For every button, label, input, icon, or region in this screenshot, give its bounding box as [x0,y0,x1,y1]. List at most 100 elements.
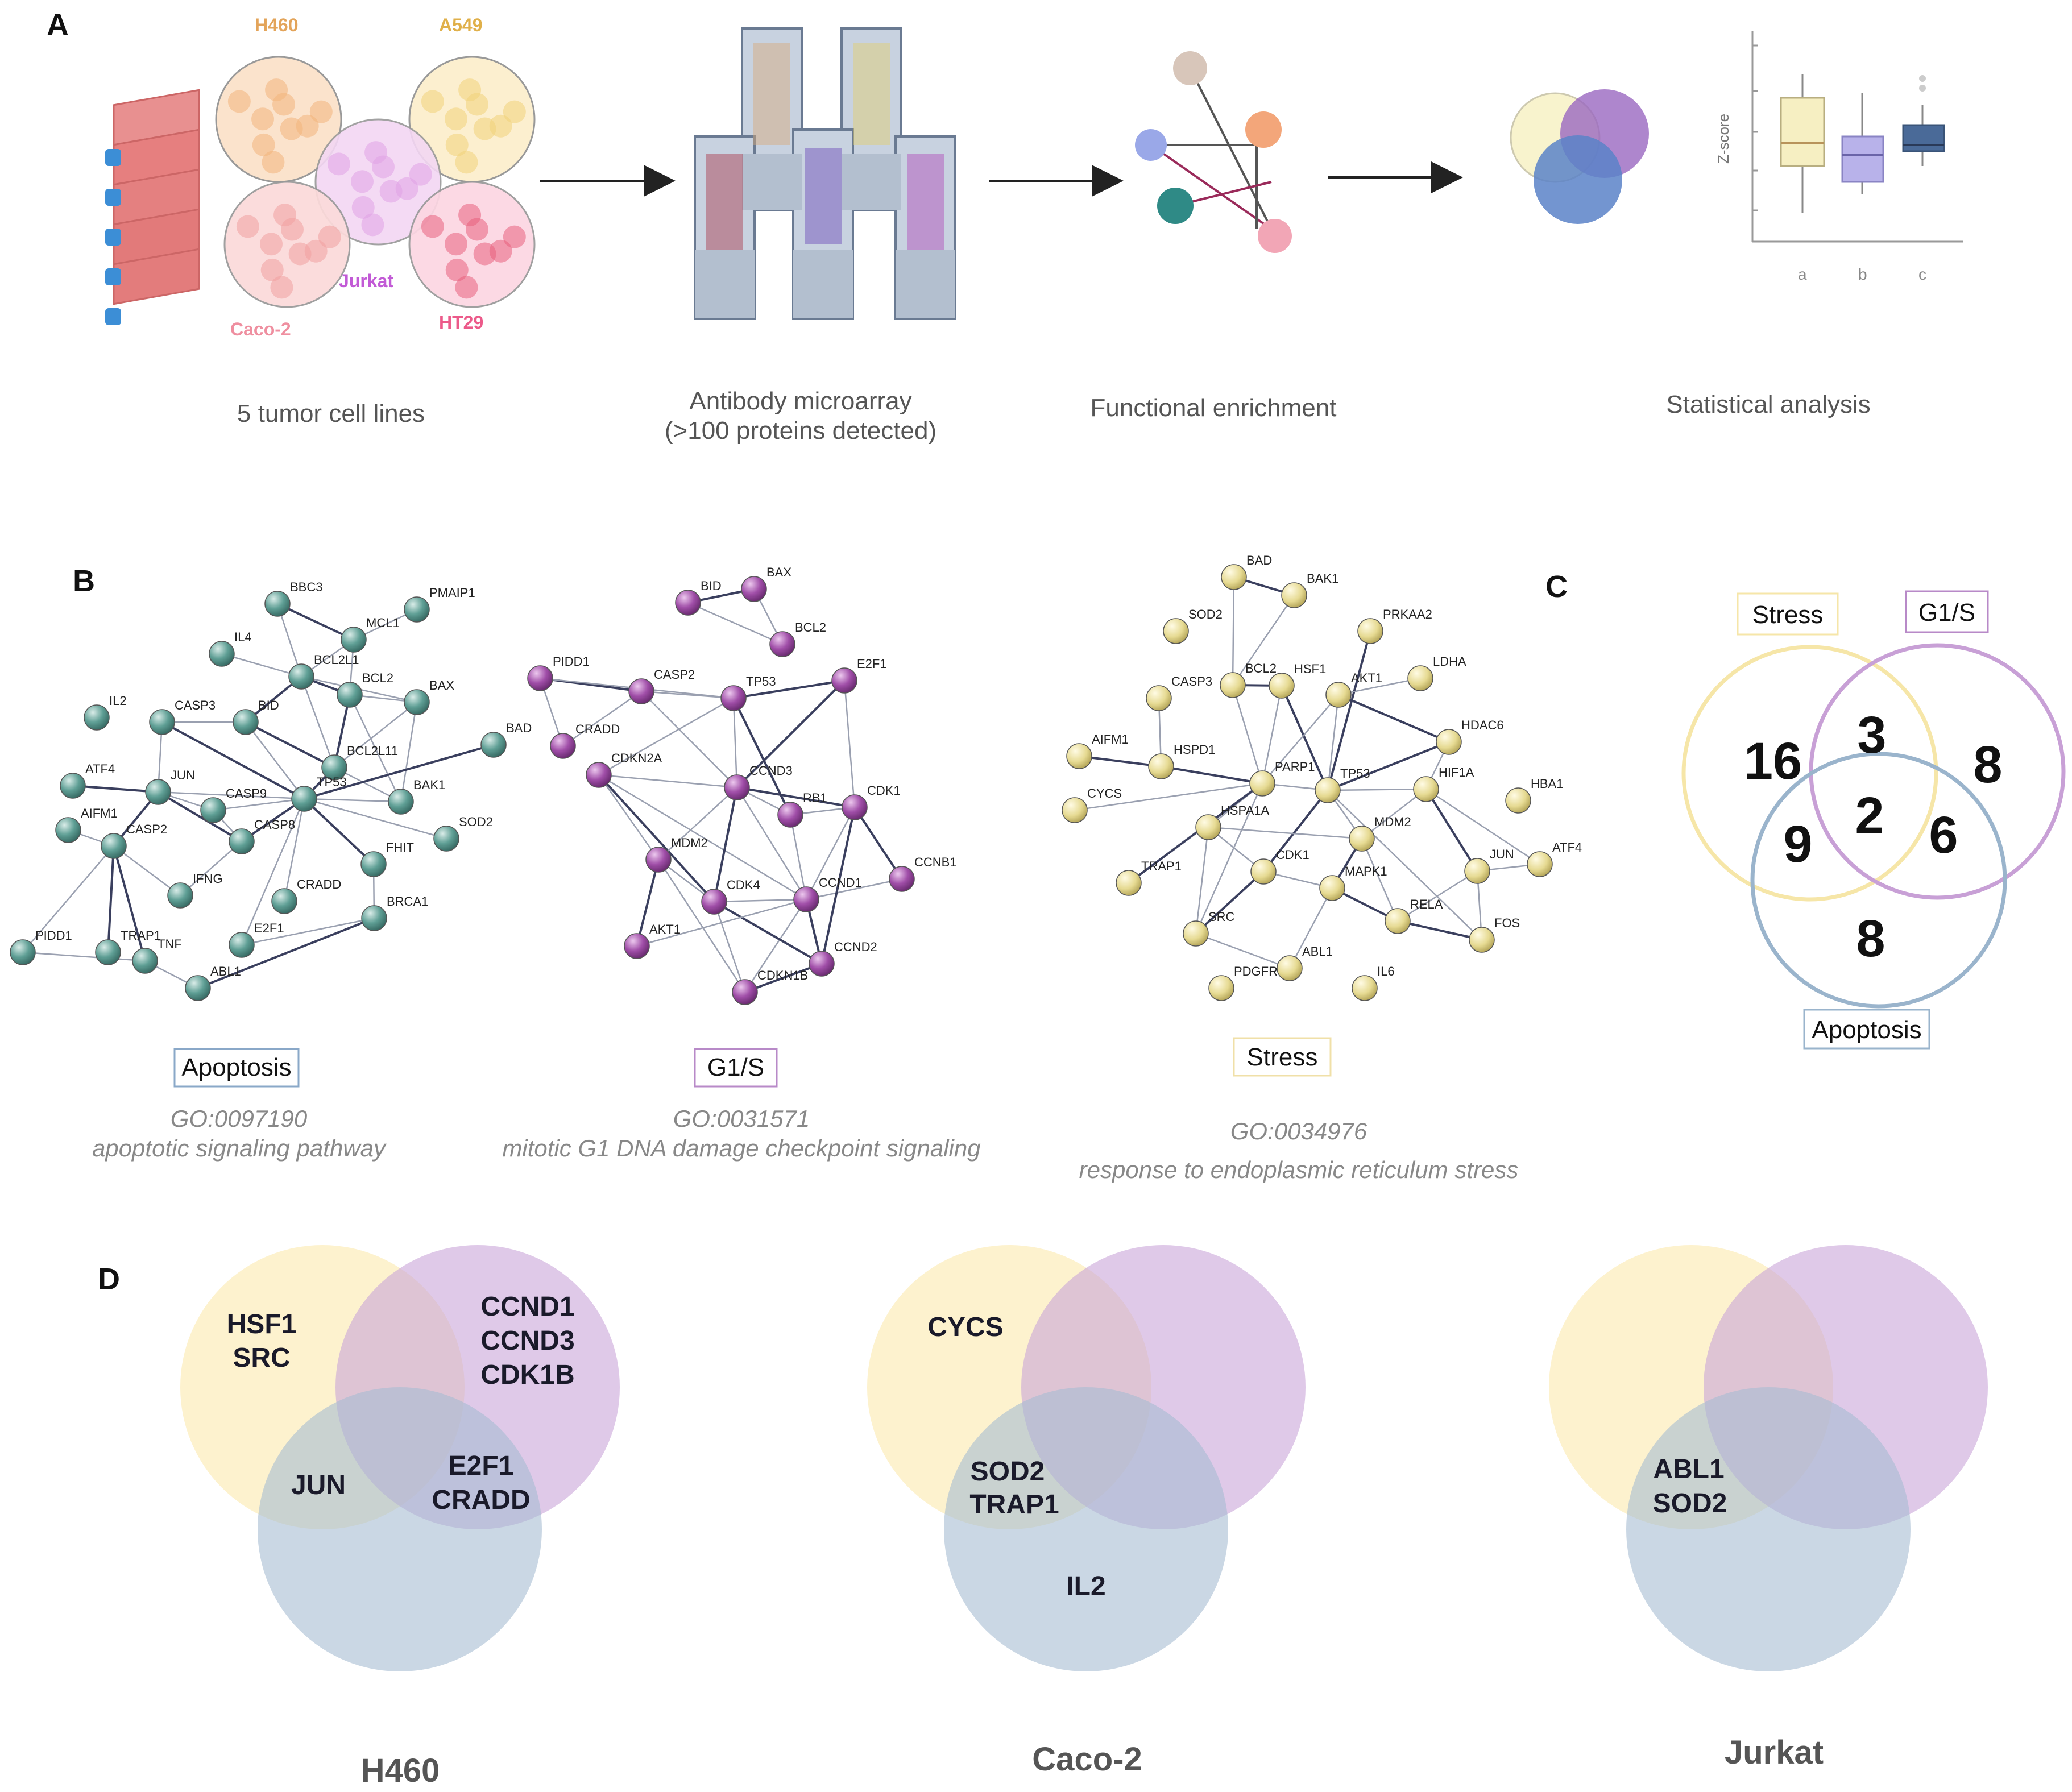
caco2-stress-only-gene-1: CYCS [927,1312,1003,1342]
caco2-label: Caco-2 [1032,1741,1142,1778]
apoptosis-node-label: IL2 [109,694,127,708]
apoptosis-edge [334,702,417,768]
g1s-edges [539,588,903,993]
caption-statistics: Statistical analysis [1666,391,1870,418]
apoptosis-node [361,905,387,931]
panel-d: HSF1 SRC CCND1 CCND3 CDK1B JUN E2F1 CRAD… [180,1245,1988,1789]
apoptosis-edge [197,917,375,989]
stress-edge [1281,685,1329,791]
g1s-node [720,685,747,711]
box-b [1841,135,1884,183]
apoptosis-edge [400,702,418,802]
go-term-apoptosis: apoptotic signaling pathway [92,1135,387,1162]
stress-edge [1262,694,1339,784]
venn-d-caco2: CYCS SOD2 TRAP1 IL2 Caco-2 [867,1245,1306,1778]
g1s-node [809,951,835,977]
cell-line-label-ht29: HT29 [439,312,483,333]
g1s-edge [598,774,807,901]
stress-edge [1195,783,1263,934]
caption-microarray-1: Antibody microarray [689,387,911,415]
go-term-stress: response to endoplasmic reticulum stress [1079,1156,1519,1183]
panel-label-b: B [73,564,95,598]
apoptosis-node-label: ATF4 [85,762,115,776]
stress-node [1385,908,1411,934]
stress-node [1325,682,1352,708]
g1s-edge [736,679,846,789]
panel-c: Stress G1/S Apoptosis 16 3 8 2 9 6 8 [1681,590,2066,1050]
stress-node [1062,797,1088,823]
stress-node [1407,665,1433,691]
h460-stress-apoptosis-gene-1: JUN [291,1470,346,1500]
stress-node-label: BAK1 [1307,571,1338,586]
stress-node [1269,673,1295,699]
stress-node-label: HDAC6 [1461,718,1504,732]
apoptosis-node [200,797,226,823]
g1s-node-label: CDKN2A [611,751,662,765]
venn-d-jurkat: ABL1 SOD2 Jurkat [1549,1245,1988,1771]
g1s-node [550,733,576,759]
stress-node-label: AIFM1 [1092,732,1129,746]
stress-edge [1261,685,1283,784]
stress-node [1221,564,1247,590]
apoptosis-edge [241,917,375,946]
stress-node-label: MDM2 [1374,815,1411,829]
apoptosis-node [185,975,211,1001]
stress-edge [1397,870,1478,922]
caption-microarray-2: (>100 proteins detected) [665,417,936,445]
stress-edge [1262,789,1329,873]
venn-c-label-g1s: G1/S [1918,599,1975,627]
g1s-node [624,933,650,959]
stress-node-label: CASP3 [1171,674,1212,688]
g1s-edge [744,899,807,993]
stress-node [1436,729,1462,755]
stress-node-label: PDGFR [1234,964,1278,978]
stress-node [1249,770,1275,797]
cell-line-label-h460: H460 [255,15,299,35]
apoptosis-node [209,641,235,667]
h460-g1s-only-gene-3: CDK1B [480,1360,574,1390]
apoptosis-edge [157,791,243,843]
stress-edge [1338,677,1421,696]
go-term-g1s: mitotic G1 DNA damage checkpoint signali… [502,1135,980,1162]
apoptosis-node [101,833,127,859]
mini-venn-icon [1510,89,1649,224]
apoptosis-node-label: E2F1 [254,921,284,935]
apoptosis-node-label: BCL2L11 [347,744,398,758]
apoptosis-node [288,663,314,690]
stress-node-label: SOD2 [1188,607,1223,621]
stress-node [1352,975,1378,1001]
stress-edge [1232,595,1295,686]
stress-edge [1195,870,1265,935]
cell-dots [227,78,526,299]
g1s-node-label: CCND1 [819,876,862,890]
apoptosis-node-label: PMAIP1 [429,586,475,600]
g1s-node-label: AKT1 [649,922,681,936]
venn-c-all: 2 [1855,787,1884,845]
g1s-edge [687,602,783,645]
g1s-node [732,979,758,1005]
g1s-node-label: CASP2 [654,667,695,682]
g1s-node [586,762,612,788]
apoptosis-node-label: TRAP1 [121,928,161,943]
stress-node-label: CDK1 [1276,848,1309,862]
apoptosis-edge [304,744,494,800]
g1s-node [645,847,672,873]
apoptosis-node-label: BCL2L1 [314,653,359,667]
venn-c-stress-circle [1681,645,1938,902]
stress-node [1066,743,1092,769]
apoptosis-node [337,682,363,708]
g1s-node-label: TP53 [746,674,776,688]
g1s-edge [598,774,737,789]
apoptosis-node [321,754,347,781]
stress-node [1195,814,1221,840]
apoptosis-node [132,948,158,974]
g1s-node [724,774,750,800]
apoptosis-node-label: BAX [429,678,454,692]
apoptosis-node-label: PIDD1 [35,928,72,943]
stress-node-label: PRKAA2 [1383,607,1432,621]
g1s-edge [598,774,715,903]
stress-node [1277,955,1303,981]
venn-d-h460: HSF1 SRC CCND1 CCND3 CDK1B JUN E2F1 CRAD… [180,1245,620,1789]
apoptosis-node [145,779,171,805]
stress-node [1148,753,1174,779]
